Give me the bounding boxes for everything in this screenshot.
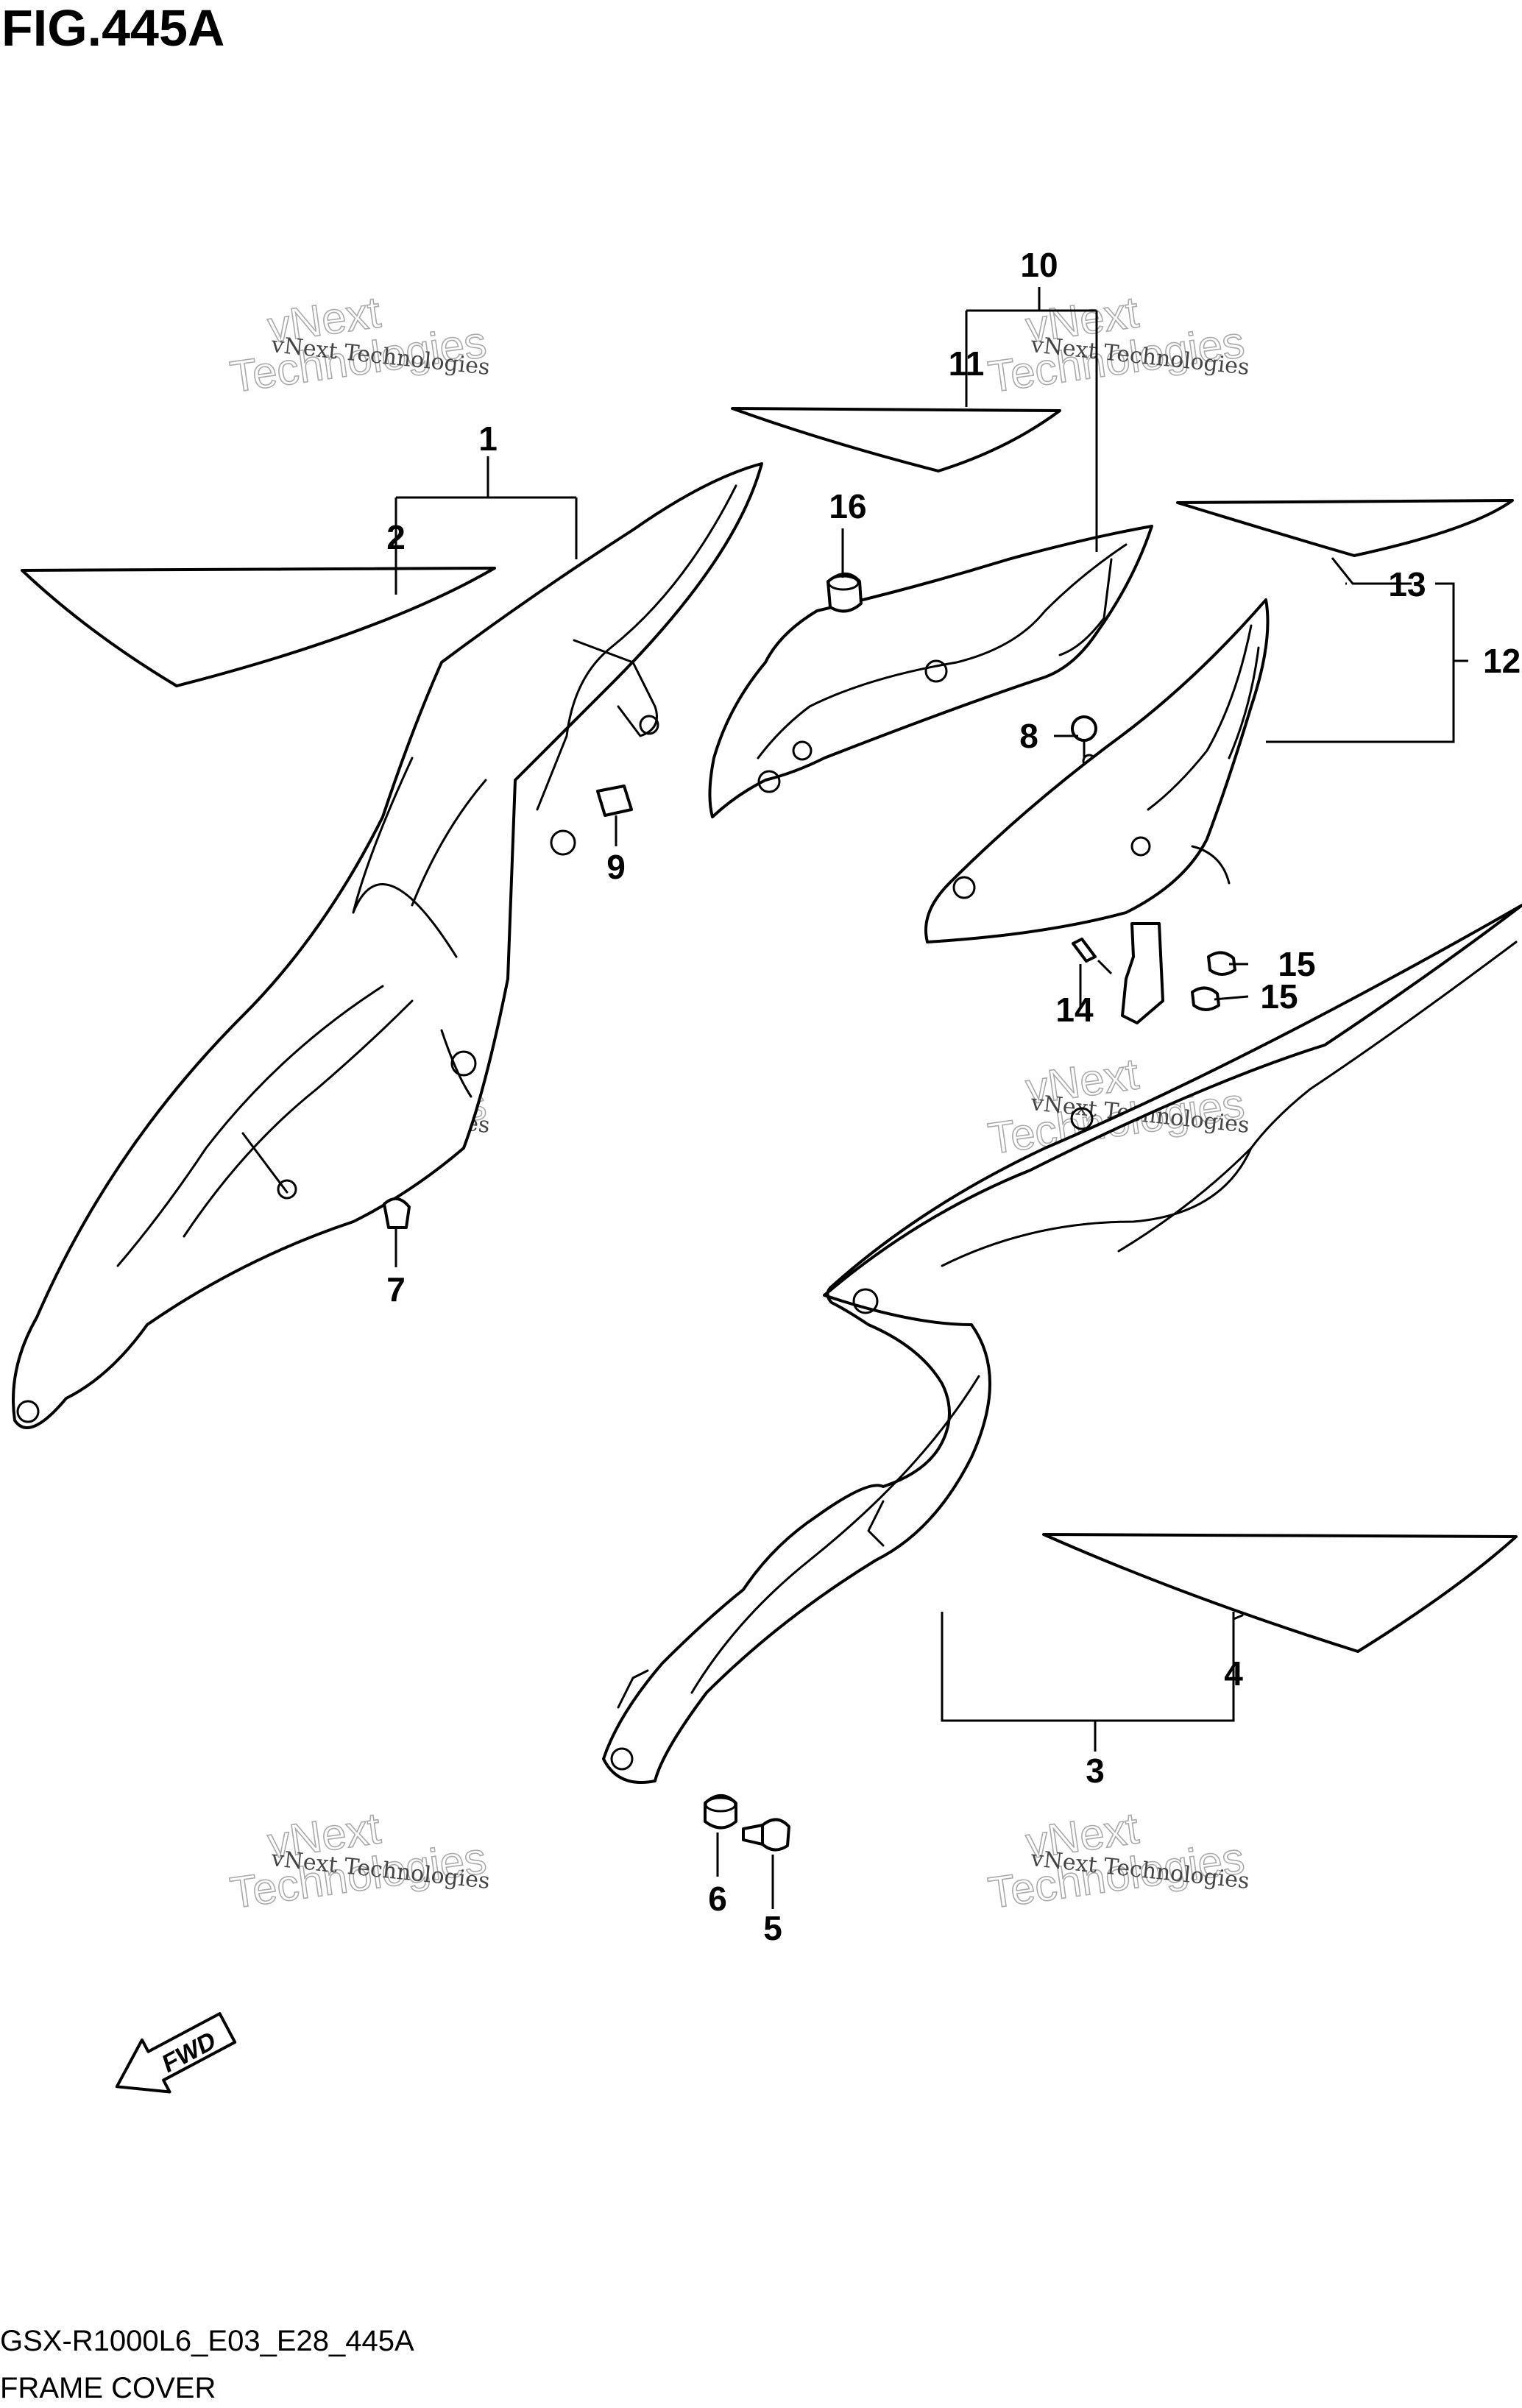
watermark: vNext Technologies (227, 287, 490, 403)
nut-part-15-lower (1191, 986, 1220, 1011)
watermark: vNext Technologies (227, 1803, 490, 1919)
callout-3: 3 (1086, 1752, 1105, 1790)
callout-7: 7 (386, 1270, 406, 1309)
figure-caption: FRAME COVER (0, 2372, 216, 2404)
clip-part-8 (1071, 715, 1097, 768)
callout-2: 2 (386, 518, 406, 556)
callout-4: 4 (1224, 1654, 1243, 1693)
leader-lines (394, 287, 1468, 1909)
callout-11: 11 (949, 344, 985, 383)
callout-5: 5 (763, 1909, 782, 1947)
callout-10: 10 (1020, 246, 1058, 284)
decal-left-part-2 (21, 567, 496, 687)
callout-1: 1 (478, 419, 498, 458)
nut-part-7 (383, 1197, 411, 1229)
clip-part-9 (596, 785, 633, 817)
watermark: vNext Technologies (985, 1803, 1248, 1919)
collar-part-6 (704, 1794, 737, 1830)
frame-cover-left-part-1 (12, 462, 763, 1429)
figure-title: FIG.445A (1, 0, 224, 57)
decal-top-part-11 (731, 407, 1061, 472)
callout-13: 13 (1388, 565, 1426, 603)
callout-9: 9 (606, 848, 626, 886)
frame-cover-right-part-3 (602, 904, 1522, 1784)
callout-labels: 1 2 3 4 5 6 7 8 9 10 11 12 13 14 15 15 1… (386, 246, 1521, 1947)
inner-cover-upper-part-10 (708, 525, 1153, 818)
grommet-part-16 (827, 573, 863, 613)
callout-15-upper: 15 (1278, 945, 1315, 983)
decal-right-lower-part-4 (1042, 1533, 1518, 1653)
callout-15-lower: 15 (1260, 977, 1298, 1016)
callout-12: 12 (1483, 642, 1521, 680)
watermark: vNext Technologies (985, 287, 1248, 403)
callout-8: 8 (1019, 717, 1038, 755)
nut-part-15-upper (1207, 951, 1236, 976)
callout-14: 14 (1055, 991, 1094, 1029)
callout-16: 16 (829, 487, 866, 525)
bracket-part-14 (1072, 922, 1164, 1024)
fwd-arrow-icon: FWD (115, 2012, 237, 2094)
model-code: GSX-R1000L6_E03_E28_445A (0, 2325, 414, 2357)
decal-right-part-13 (1176, 499, 1514, 557)
bolt-part-5 (742, 1818, 790, 1852)
callout-6: 6 (708, 1880, 727, 1918)
inner-cover-right-part-12 (924, 598, 1270, 943)
